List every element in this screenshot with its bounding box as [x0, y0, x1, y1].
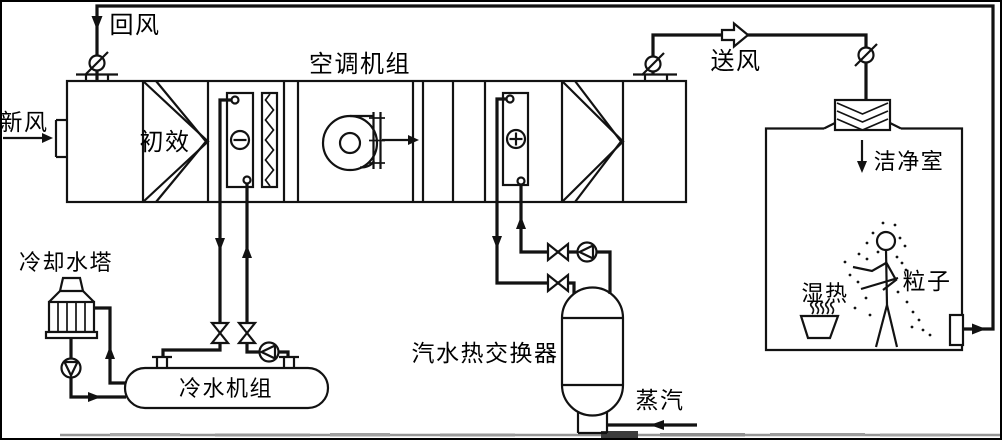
heat-exchanger-bottom-stub: [576, 411, 609, 435]
ahu-section-dividers: [141, 81, 625, 202]
fresh-air-flange: [54, 118, 67, 159]
chiller-label: 冷水机组: [179, 376, 273, 401]
flow-up-arrow: [242, 245, 252, 258]
particles-label: 粒子: [903, 268, 952, 294]
ahu-title-label: 空调机组: [309, 51, 411, 78]
pump-icon: [576, 241, 598, 263]
fresh-air-label: 新风: [0, 109, 49, 135]
flow-up-arrow: [105, 346, 115, 359]
steam-left-arrow: [650, 420, 664, 430]
flow-right-arrow: [88, 392, 101, 402]
fan-icon: [321, 112, 419, 172]
chiller-nozzle: [152, 355, 172, 368]
hepa-filter-box: [823, 98, 902, 132]
valve-icon: [546, 241, 570, 263]
steam-line: [607, 420, 697, 430]
cooling-coil-icon: [225, 91, 255, 189]
return-air-down-arrow: [91, 16, 103, 30]
final-filter-icon: [561, 80, 625, 203]
clean-room: [764, 127, 965, 352]
coil-port: [505, 94, 515, 104]
coarse-filter-icon: [142, 80, 210, 203]
steam-label: 蒸汽: [636, 387, 685, 413]
supply-outlet-stand: [633, 73, 677, 81]
supply-air-hollow-arrow: [720, 21, 750, 49]
air-handling-unit: [54, 79, 688, 204]
heat-exchanger-vessel-icon: [560, 286, 625, 435]
return-vent: [948, 313, 965, 347]
humid-heat-label: 湿热: [801, 281, 848, 306]
chiller-nozzle: [279, 355, 299, 368]
heating-coil-icon: [501, 91, 530, 187]
humidifier-zigzag-icon: [260, 91, 279, 189]
scan-artifact-band: [60, 431, 1000, 438]
fresh-air-arrow: [3, 133, 53, 143]
supply-air-label: 送风: [711, 48, 762, 75]
pump-icon: [258, 341, 280, 363]
condenser-water-pipes: [69, 306, 126, 402]
return-air-right-arrow: [972, 323, 986, 335]
cooling-tower-label: 冷却水塔: [19, 250, 113, 275]
coil-port: [516, 176, 526, 186]
humid-heat-basin-icon: [799, 301, 840, 340]
person-figure: [852, 230, 899, 348]
damper-icon: [641, 52, 665, 76]
flow-down-arrow: [215, 238, 225, 251]
valve-icon: [546, 272, 570, 294]
chiller-vessel-icon: [123, 355, 330, 410]
return-air-duct: [91, 4, 995, 335]
pump-icon: [60, 357, 82, 379]
supply-down-arrow: [857, 140, 867, 173]
particle-dots: [843, 221, 932, 337]
return-inlet-stand: [76, 73, 118, 81]
return-air-label: 回风: [110, 12, 161, 39]
coil-port: [230, 95, 240, 105]
damper-icon: [85, 51, 109, 75]
heat-exchanger-label: 汽水热交换器: [412, 340, 559, 366]
flow-down-arrow: [492, 236, 502, 249]
clean-room-label: 洁净室: [874, 149, 945, 174]
damper-icon: [854, 43, 878, 67]
flow-up-arrow: [516, 216, 526, 229]
cooling-tower-icon: [44, 276, 99, 340]
supply-air-duct: [633, 21, 868, 100]
fan-outlet-arrow: [408, 135, 419, 145]
valve-icon: [236, 321, 258, 345]
coil-port: [242, 175, 252, 185]
valve-icon: [209, 321, 231, 345]
primary-filter-label: 初效: [140, 129, 191, 156]
